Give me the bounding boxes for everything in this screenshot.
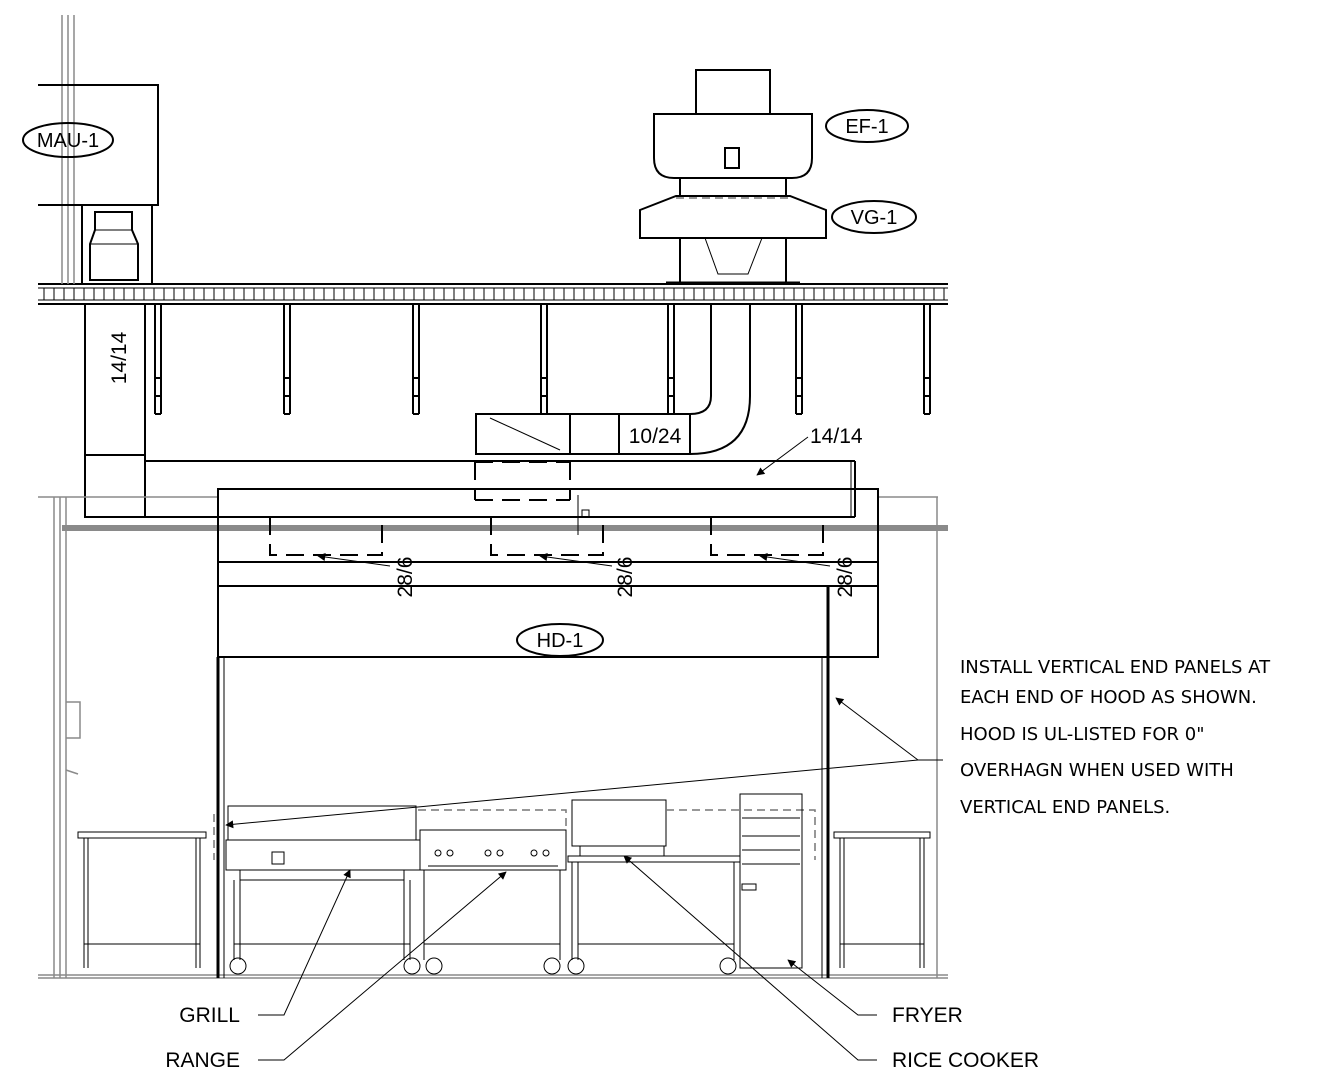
plenum-2-size: 28/6 [614, 557, 637, 598]
note-line-4: OVERHAGN WHEN USED WITH [960, 760, 1234, 781]
worktable-left [77, 814, 215, 968]
worktable-right [833, 831, 931, 968]
exhaust-duct: 10/24 [475, 304, 751, 455]
range-label: RANGE [165, 1049, 240, 1072]
roof-deck [38, 283, 948, 305]
fryer [739, 793, 803, 969]
hood-tag: HD-1 [537, 630, 584, 652]
fryer-label: FRYER [892, 1004, 963, 1027]
rice-cooker-label: RICE COOKER [892, 1049, 1039, 1072]
note-line-1: INSTALL VERTICAL END PANELS AT [960, 657, 1271, 678]
note-line-5: VERTICAL END PANELS. [960, 797, 1170, 818]
mau-tag: MAU-1 [37, 130, 99, 152]
supply-riser-size: 14/14 [108, 331, 131, 384]
note-line-3: HOOD IS UL-LISTED FOR 0" [960, 724, 1205, 745]
range [418, 809, 567, 975]
exhaust-fan: EF-1 [653, 69, 909, 196]
exhaust-duct-size: 10/24 [629, 425, 682, 448]
ceiling-hangers [154, 304, 931, 415]
ventilation-curb: VG-1 [639, 195, 917, 285]
mau-unit: MAU-1 [22, 15, 159, 284]
grill-label: GRILL [179, 1004, 240, 1027]
end-panel-note: INSTALL VERTICAL END PANELS AT EACH END … [225, 657, 1271, 829]
vg-tag: VG-1 [851, 207, 898, 229]
note-line-2: EACH END OF HOOD AS SHOWN. [960, 687, 1257, 708]
plenum-labels: 28/6 28/6 28/6 [317, 553, 857, 598]
rice-cooker [567, 799, 816, 975]
supply-horizontal-size: 14/14 [810, 425, 863, 448]
ef-tag: EF-1 [845, 116, 888, 138]
walls [38, 496, 948, 979]
plenum-1-size: 28/6 [394, 557, 417, 598]
hood-body: HD-1 [216, 488, 879, 978]
equipment-callouts: GRILL RANGE FRYER RICE COOKER [165, 855, 1039, 1072]
plenum-3-size: 28/6 [834, 557, 857, 598]
supply-duct: 14/14 14/14 [84, 304, 863, 518]
grill [225, 805, 421, 975]
hood-hidden-ducts [218, 461, 855, 556]
